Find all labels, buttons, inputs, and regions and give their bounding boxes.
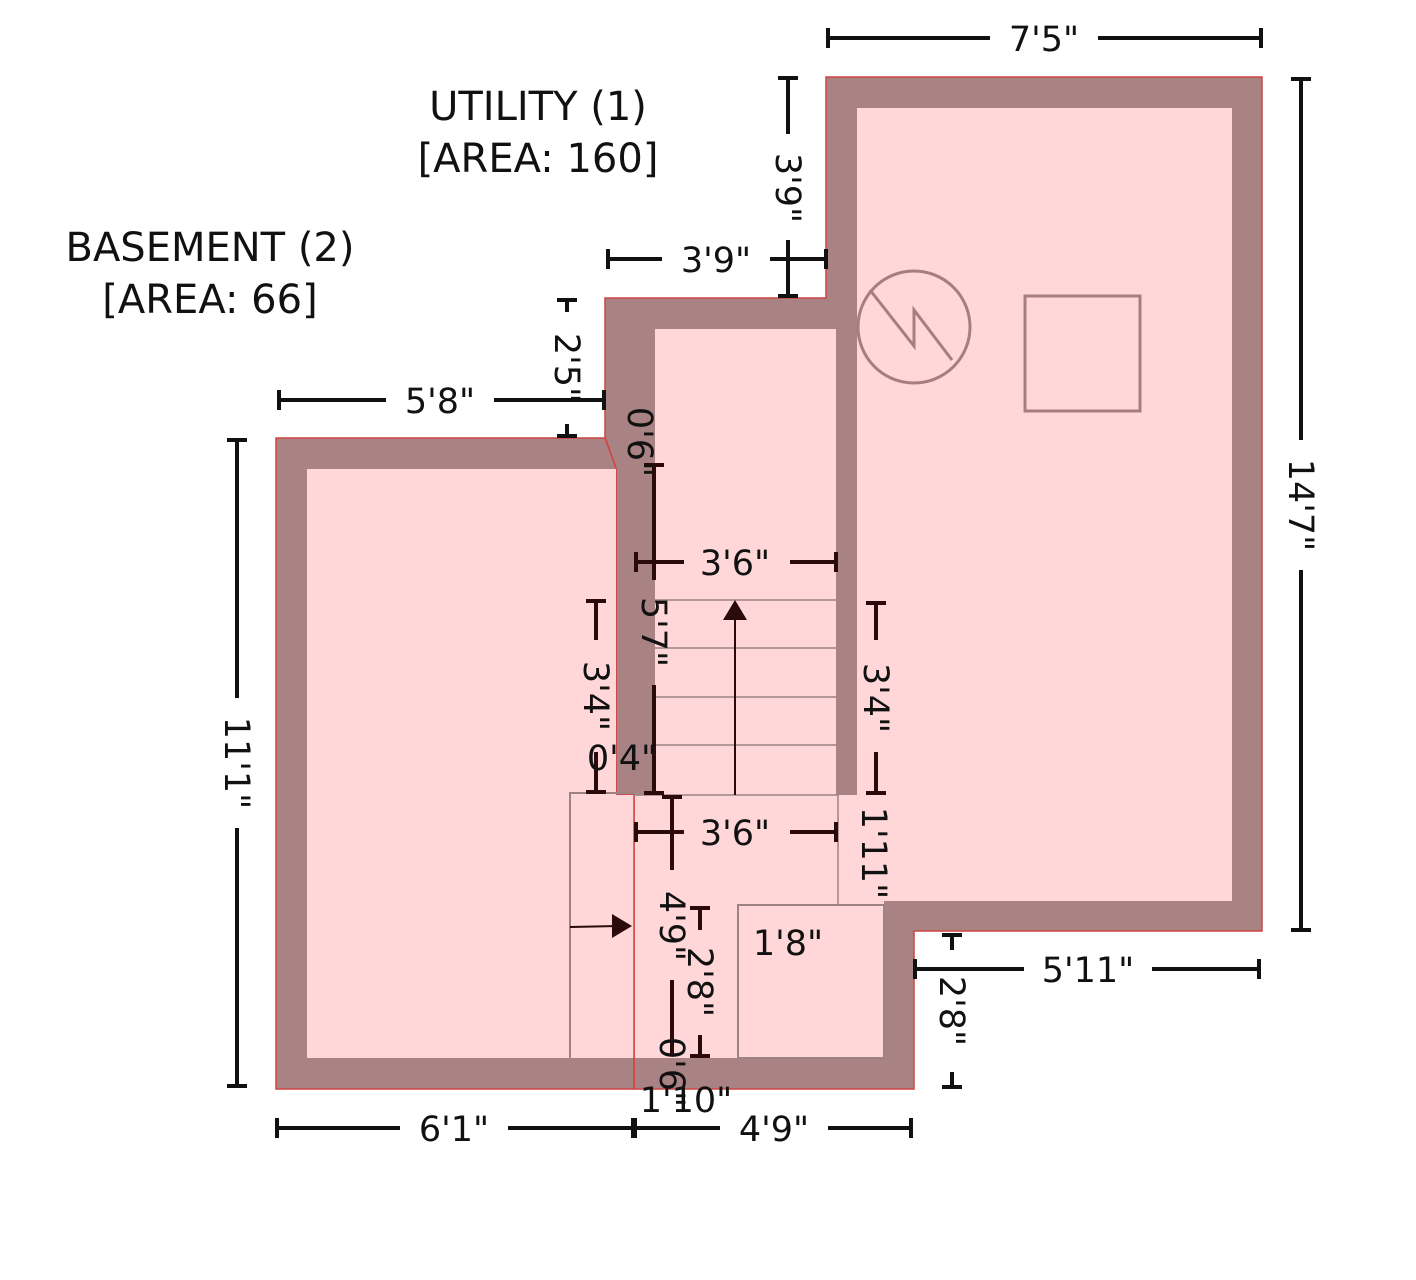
door-arrow-line: [569, 925, 619, 928]
dim-stair-small-top-label: 0'6": [619, 407, 659, 477]
dim-stair-top-offset: [557, 298, 577, 438]
dim-hall-height-a: [662, 795, 682, 1055]
electric-symbol-icon: [856, 269, 972, 385]
utility-room-area: [AREA: 160]: [418, 136, 659, 182]
dim-utility-right: [1291, 77, 1311, 932]
dim-utility-top: [826, 28, 1263, 48]
arrow-right-icon: [612, 914, 632, 938]
landing-outline: [634, 794, 839, 905]
dim-basement-left-label: 11'1": [216, 717, 256, 810]
dim-notch-height: [778, 76, 798, 298]
dim-basement-right-seg-label: 3'4": [575, 661, 615, 731]
dim-stair-width-upper: [634, 552, 838, 572]
dim-stair-top-offset-label: 2'5": [546, 333, 586, 403]
utility-room-name: UTILITY (1): [429, 84, 647, 130]
dim-stair-length: [644, 470, 664, 795]
dim-notch-width: [606, 249, 828, 269]
dim-utility-bottom-step-label: 2'8": [931, 976, 971, 1046]
door-outline: [569, 792, 634, 1058]
dim-basement-bottom-label: 6'1": [419, 1110, 489, 1150]
basement-floor: [307, 469, 634, 1058]
dim-basement-top: [277, 390, 606, 410]
dim-stair-width-upper-label: 3'6": [700, 544, 770, 584]
dim-utility-bottom-step: [942, 933, 962, 1089]
basement-room: [275, 437, 635, 1090]
closet: [737, 904, 885, 1059]
stair-treads: [655, 599, 836, 746]
basement-room-area: [AREA: 66]: [102, 277, 317, 323]
dim-notch-width-label: 3'9": [681, 241, 751, 281]
dim-closet-width-label: 1'8": [753, 924, 823, 964]
basement-room-name: BASEMENT (2): [66, 225, 355, 271]
utility-floor: [634, 108, 1232, 1058]
dim-hall-height-b-label: 2'8": [679, 947, 719, 1017]
dim-utility-right-label: 14'7": [1280, 459, 1320, 552]
dim-hall-total-label: 4'9": [739, 1110, 809, 1150]
dim-basement-right-seg: [586, 599, 606, 794]
dim-utility-left-seg-label: 3'4": [855, 663, 895, 733]
dim-stair-length-label: 5'7": [633, 597, 673, 667]
dim-hall-bottom-width-label: 1'10": [640, 1081, 733, 1121]
square-appliance-icon: [1023, 294, 1142, 413]
dim-hall-height-b: [690, 906, 710, 1058]
dim-utility-left-seg: [866, 601, 886, 795]
dim-stair-wall-small-label: 0'4": [587, 739, 657, 779]
dim-stair-width-lower: [634, 822, 838, 842]
dim-basement-top-label: 5'8": [405, 382, 475, 422]
dim-hall-small-bottom-label: 0'6": [651, 1037, 691, 1107]
dim-hall-height-a-label: 4'9": [651, 891, 691, 961]
dim-stair-width-lower-label: 3'6": [700, 814, 770, 854]
dim-basement-left: [227, 438, 247, 1088]
dim-hall-total: [633, 1118, 913, 1138]
dim-notch-height-label: 3'9": [767, 153, 807, 223]
dim-utility-bottom-label: 5'11": [1042, 951, 1135, 991]
arrow-up-icon: [723, 600, 747, 620]
utility-room: [604, 76, 1263, 1090]
dim-utility-bottom: [913, 959, 1261, 979]
dim-utility-top-label: 7'5": [1009, 20, 1079, 60]
dim-landing-height-label: 1'11": [853, 807, 893, 900]
